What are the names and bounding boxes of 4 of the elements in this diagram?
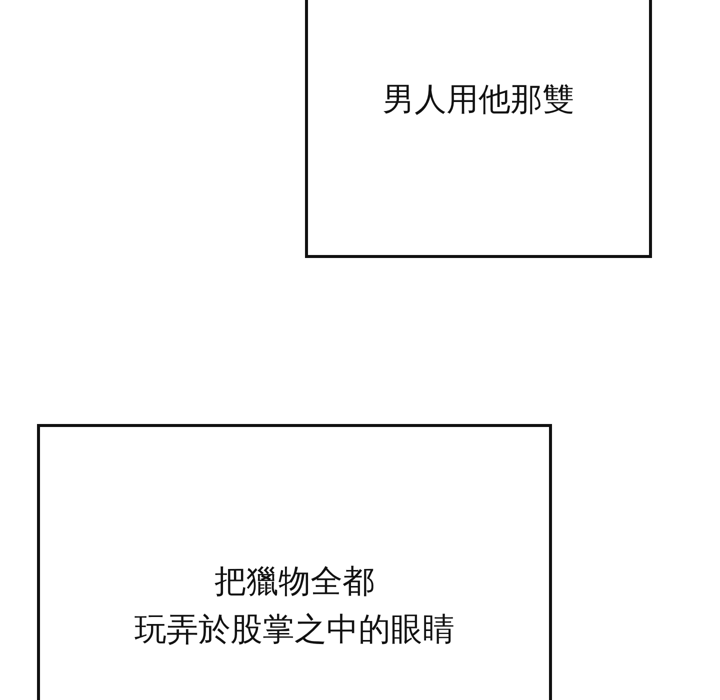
caption-box	[305, 0, 652, 258]
narration-text: 把獵物全都玩弄於股掌之中的眼睛	[134, 561, 456, 650]
narration-text: 男人用他那雙	[382, 79, 576, 120]
caption-box	[37, 424, 552, 700]
